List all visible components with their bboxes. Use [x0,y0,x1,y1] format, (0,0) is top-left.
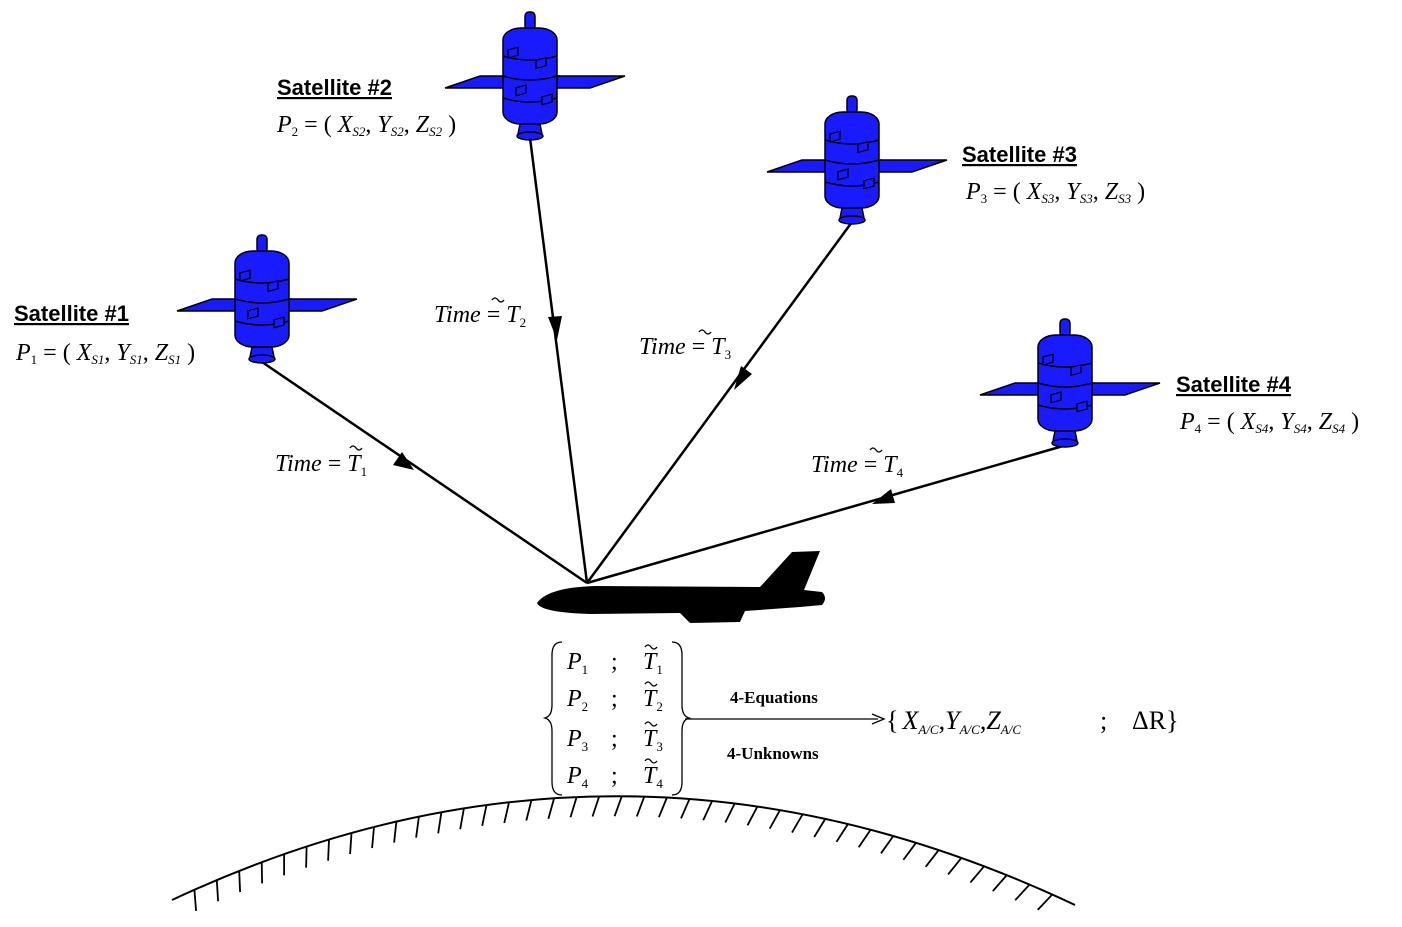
earth-hatch-mark [1014,883,1031,901]
earth-hatch-mark [992,874,1008,892]
arrowhead-2 [548,316,562,340]
matrix-tildes [644,644,658,764]
time-label-1: Time = T1 [275,451,367,479]
satellite-2-position: P2 = ( XS2, YS2, ZS2 ) [276,112,456,139]
satellite-1-label: Satellite #1 P1 = ( XS1, YS1, ZS1 ) [14,301,195,367]
satellite-1-icon [176,234,358,364]
matrix-left-brace [542,641,563,796]
matrix-row-1: P1;T1 [566,649,663,677]
satellite-4-title: Satellite #4 [1176,372,1292,397]
signal-lines [261,137,1064,585]
earth-hatch-mark [327,839,330,861]
matrix-row-2: P2;T2 [566,686,663,714]
satellite-3-icon [766,95,948,225]
earth-hatch-mark [791,813,804,834]
equations-label: 4-Equations [730,688,818,707]
earth-hatch-mark [525,799,533,821]
aircraft-icon [537,551,825,623]
matrix-row-3: P3;T3 [566,726,663,754]
earth-hatch-mark [591,796,601,817]
arrowhead-3 [734,366,752,390]
earth-hatch-mark [481,804,488,826]
earth-hatch-mark [702,800,713,821]
earth-hatch-mark [1037,893,1053,911]
satellite-4-position: P4 = ( XS4, YS4, ZS4 ) [1179,409,1359,436]
earth-hatch-mark [947,857,963,875]
time-label-3: Time = T3 [639,334,731,362]
signal-line-1 [261,360,588,585]
earth-hatch-mark [393,821,398,843]
earth-hatch-mark [459,808,465,830]
earth-hatch-mark [680,798,691,819]
time-label-4: Time = T4 [811,452,904,480]
earth-hatch-mark [238,870,241,893]
solution-arrow: 4-Equations 4-Unknowns [685,688,886,763]
satellite-2-icon [444,11,626,141]
arrowhead-4 [872,489,895,504]
earth-hatch-mark [835,823,849,843]
signal-line-4 [586,444,1064,585]
earth-hatch-mark [924,849,940,868]
satellite-3-label: Satellite #3 P3 = ( XS3, YS3, ZS3 ) [962,142,1145,206]
earth-hatch-mark [746,806,759,826]
earth-hatch-mark [547,798,555,819]
earth-hatch-mark [857,829,872,848]
signal-line-2 [528,137,589,584]
satellite-2-label: Satellite #2 P2 = ( XS2, YS2, ZS2 ) [276,75,456,139]
earth-hatch-mark [635,796,646,817]
unknowns-label: 4-Unknowns [727,744,819,763]
matrix-right-brace [671,641,692,796]
satellite-4-label: Satellite #4 P4 = ( XS4, YS4, ZS4 ) [1176,372,1359,436]
satellite-3-title: Satellite #3 [962,142,1077,167]
arrowhead-1 [393,452,414,470]
satellite-4-icon [979,318,1161,448]
earth-hatch-mark [813,818,827,838]
earth-hatch-mark [768,809,781,830]
satellite-2-title: Satellite #2 [277,75,392,100]
earth-hatch-mark [415,816,420,838]
earth-hatch-mark [215,880,219,902]
earth-hatch-mark [880,835,895,854]
signal-line-3 [585,221,854,584]
satellite-1-title: Satellite #1 [14,301,129,326]
earth-hatch-mark [569,796,578,818]
measurement-matrix: P1;T1 P2;T2 P3;T3 P4;T4 [542,641,692,796]
earth-hatch-mark [349,832,353,855]
tilde-marks [349,297,883,453]
earth-hatch-mark [658,797,668,818]
satellite-1-position: P1 = ( XS1, YS1, ZS1 ) [15,340,195,367]
solution-vector: {XA/C,YA/C,ZA/C;ΔR} [886,706,1179,737]
time-label-2: Time = T2 [434,302,526,330]
matrix-row-4: P4;T4 [566,763,663,791]
earth-hatch-mark [371,826,375,849]
earth-hatch-mark [613,795,623,817]
earth-hatch-mark [503,802,510,824]
earth-hatch-mark [902,842,917,861]
earth-hatch-mark [305,846,308,868]
earth-hatch-mark [437,812,443,834]
earth-surface [171,795,1076,911]
signal-arrowheads [393,316,895,504]
satellite-3-position: P3 = ( XS3, YS3, ZS3 ) [965,179,1145,206]
earth-hatch-mark [969,865,985,884]
earth-hatch-mark [193,889,197,911]
earth-hatch-mark [724,803,736,823]
